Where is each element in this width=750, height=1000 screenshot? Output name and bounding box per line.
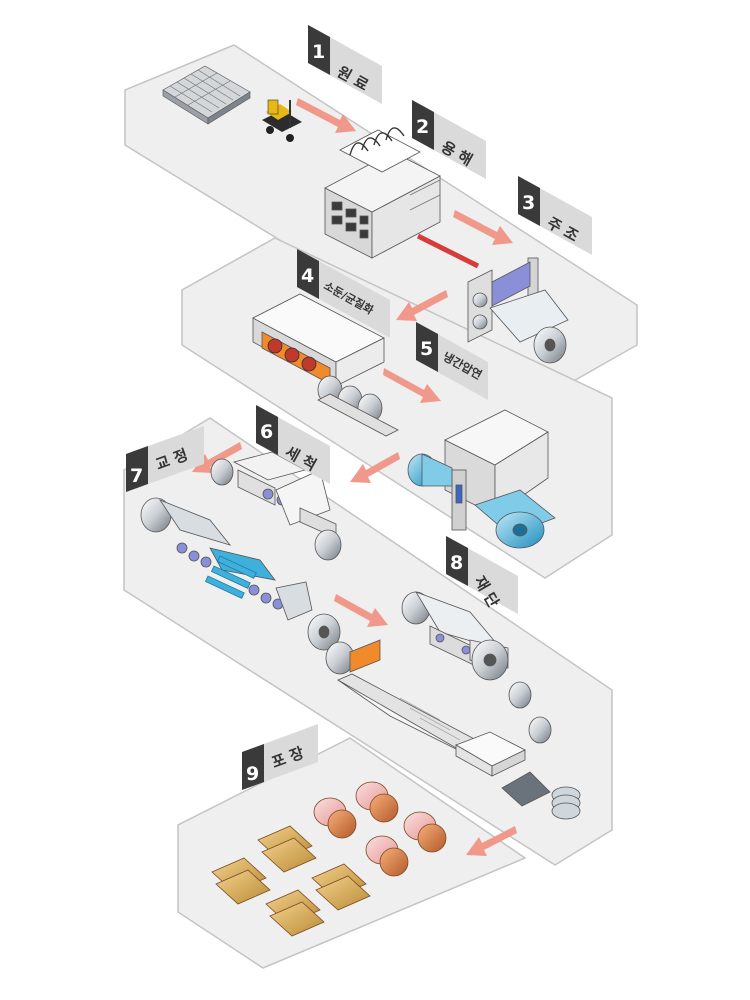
rolling-mill-icon bbox=[407, 409, 556, 549]
cleaning-line-icon bbox=[210, 451, 342, 561]
packed-coil-icon bbox=[211, 781, 447, 937]
furnace-icon bbox=[324, 127, 441, 259]
gold-bundle bbox=[211, 857, 271, 905]
step-6-tag: 6 세 척 bbox=[256, 405, 330, 484]
step-7-number: 7 bbox=[130, 465, 143, 487]
arrow-raw-to-melt bbox=[296, 98, 356, 133]
gold-bundle bbox=[257, 825, 317, 873]
leveler-icon bbox=[140, 497, 341, 651]
caster-icon bbox=[467, 257, 569, 364]
step-9-tag: 9 포 장 bbox=[242, 724, 318, 790]
flow-arrows bbox=[192, 98, 517, 856]
arrow-melt-to-cast bbox=[453, 210, 513, 245]
step-7-tag: 7 교 정 bbox=[126, 426, 204, 492]
arrow-cut-to-pack bbox=[466, 826, 517, 856]
cut-sheet-icon bbox=[325, 639, 581, 820]
step-1-number: 1 bbox=[312, 41, 325, 63]
step-5-number: 5 bbox=[420, 338, 433, 360]
slitter-icon bbox=[401, 591, 509, 681]
annealing-oven-icon bbox=[252, 293, 399, 437]
pink-coil bbox=[403, 811, 447, 853]
step-6-number: 6 bbox=[260, 421, 273, 443]
gold-bundle bbox=[311, 863, 371, 911]
pink-coil bbox=[313, 797, 357, 839]
pink-coil bbox=[355, 781, 399, 823]
step-3-number: 3 bbox=[522, 192, 535, 214]
arrow-roll-to-clean bbox=[350, 452, 400, 483]
arrow-anneal-to-roll bbox=[383, 368, 441, 403]
step-5-tag: 5 냉간압연 bbox=[416, 322, 488, 400]
molten-metal-pipe bbox=[416, 233, 480, 269]
arrow-cast-to-anneal bbox=[396, 290, 448, 321]
step-8-number: 8 bbox=[450, 552, 463, 574]
step-9-number: 9 bbox=[246, 763, 259, 785]
ingot-stack-icon bbox=[162, 65, 251, 125]
step-2-number: 2 bbox=[416, 116, 429, 138]
step-1-tag: 1 원 료 bbox=[308, 25, 382, 104]
arrow-clean-to-level bbox=[192, 442, 242, 473]
step-4-number: 4 bbox=[301, 265, 314, 287]
arrow-level-to-slit bbox=[334, 594, 388, 627]
gold-bundle bbox=[265, 889, 325, 937]
forklift-icon bbox=[262, 99, 302, 142]
step-8-tag: 8 재 단 bbox=[446, 536, 518, 614]
pink-coil bbox=[365, 835, 409, 877]
